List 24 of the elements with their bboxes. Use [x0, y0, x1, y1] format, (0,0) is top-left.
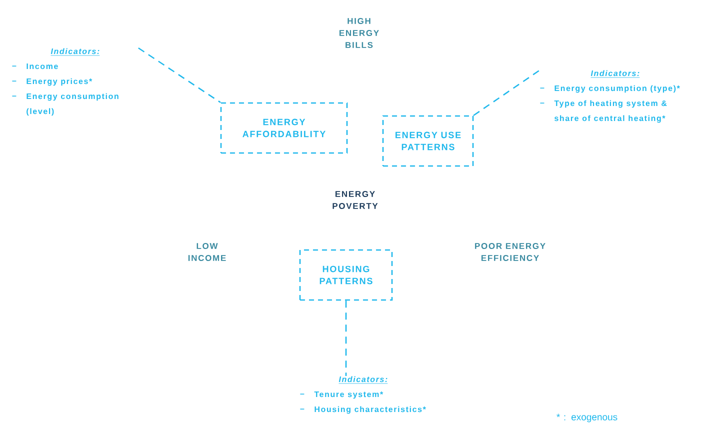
- list-item: Tenure system*: [314, 392, 384, 399]
- list-heading: Indicators:: [338, 376, 388, 384]
- indicator-list: [12, 48, 118, 116]
- list-item: Housing characteristics*: [314, 406, 426, 414]
- connector-line: [138, 47, 221, 103]
- list-heading: Indicators:: [50, 48, 100, 56]
- indicator-list: [300, 376, 426, 414]
- factor-label: HIGH ENERGY BILLS: [340, 18, 379, 48]
- central-label: ENERGY POVERTY: [332, 191, 378, 209]
- dashed-box: ENERGY USE PATTERNS: [382, 115, 474, 167]
- list-item: Energy prices*: [26, 78, 92, 86]
- factor-label: POOR ENERGY EFFICIENCY: [475, 243, 546, 261]
- list-item: Energy consumption (level): [26, 93, 118, 116]
- list-item: Income: [26, 64, 58, 70]
- indicator-list: [540, 70, 680, 123]
- list-heading: Indicators:: [590, 70, 640, 78]
- dashed-box: ENERGY AFFORDABILITY: [220, 102, 348, 154]
- connector-line: [473, 69, 540, 116]
- list-item: Energy consumption (type)*: [554, 85, 680, 93]
- factor-label: LOW INCOME: [188, 243, 226, 261]
- dashed-box: HOUSING PATTERNS: [299, 249, 393, 301]
- footnote: * : exogenous: [556, 414, 618, 422]
- connector-line: [345, 300, 347, 376]
- list-item: Type of heating system & share of central heating*: [554, 100, 667, 123]
